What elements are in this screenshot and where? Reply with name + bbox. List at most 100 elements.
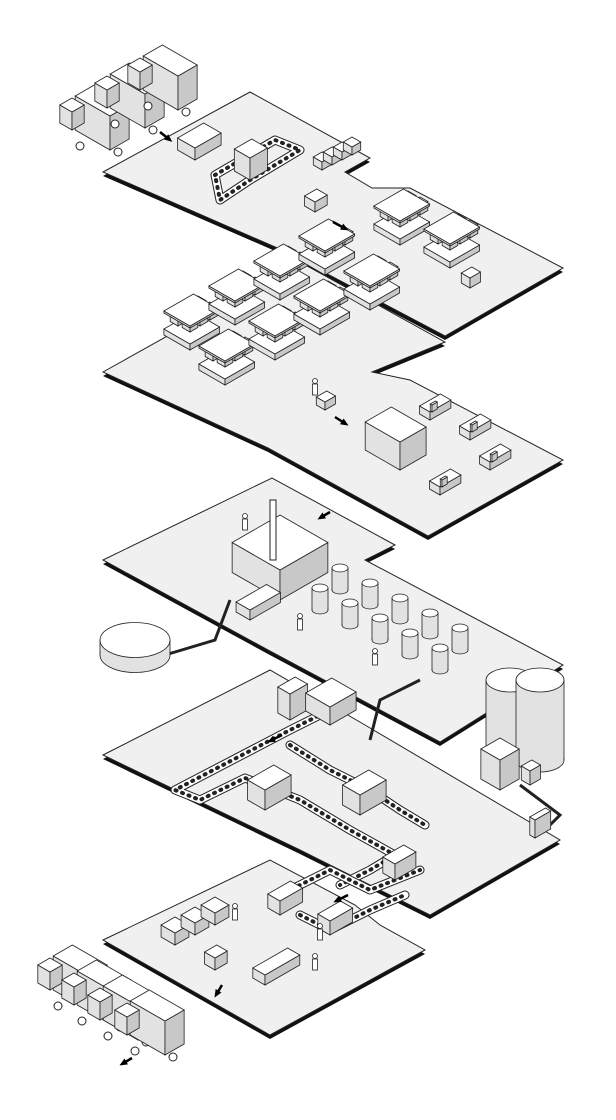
- truck-icon: [127, 44, 198, 117]
- conveyor-items: [212, 137, 305, 204]
- flow-arrow-icon: [159, 131, 173, 142]
- packing-table: [252, 947, 301, 986]
- tank-icon: [331, 563, 349, 595]
- tank-fill: [516, 680, 564, 760]
- box-top-face: [252, 947, 301, 976]
- worker-icon: [297, 613, 303, 631]
- box-top-face: [439, 475, 449, 481]
- box-top-face: [59, 97, 85, 113]
- tank-fill: [452, 628, 468, 650]
- box-top-face: [198, 328, 256, 362]
- flow-arrow-icon: [333, 893, 349, 903]
- tank-icon: [421, 608, 439, 640]
- arrow-head: [214, 989, 222, 998]
- computer-monitor: [489, 450, 499, 463]
- receiving-conveyor: [210, 135, 305, 205]
- arrow-head: [317, 512, 326, 520]
- truck-wheel: [181, 107, 191, 117]
- flow-arrow-icon: [119, 1056, 133, 1066]
- worker-icon: [372, 648, 378, 666]
- computer-monitor: [469, 420, 479, 433]
- box-top-face: [248, 303, 306, 337]
- truck-cab: [114, 1002, 140, 1036]
- truck-wheel: [77, 1016, 87, 1026]
- box-top-face: [315, 390, 337, 403]
- box-top-face: [203, 944, 228, 959]
- box-top-face: [176, 122, 222, 149]
- valve-box: [520, 759, 542, 786]
- pallet-rack-icon: [198, 328, 256, 386]
- box-top-face: [303, 188, 328, 203]
- chimney: [269, 499, 277, 561]
- control-desks: [235, 584, 282, 621]
- tank-top: [361, 578, 379, 588]
- tank-top: [451, 623, 469, 633]
- box-top-face: [142, 44, 198, 77]
- box-top-face: [469, 420, 479, 426]
- truck-cab: [61, 972, 87, 1006]
- packaging-machine: [304, 677, 357, 726]
- truck-wheel: [130, 1046, 140, 1056]
- worker-icon: [312, 953, 318, 971]
- flow-arrow-icon: [267, 733, 283, 743]
- pallet-rack-icon: [208, 268, 266, 326]
- pallet-box: [315, 390, 337, 411]
- rack-shelf-top: [423, 211, 481, 247]
- truck-cab: [127, 57, 153, 91]
- box-top-face: [373, 188, 431, 222]
- floor-plate-3: [101, 477, 564, 743]
- pallet-rack-icon: [423, 211, 481, 269]
- computer-monitor: [429, 400, 439, 413]
- tank-top: [391, 593, 409, 603]
- tank-icon: [311, 583, 329, 615]
- tank-fill: [422, 613, 438, 635]
- truck-wheel: [53, 1001, 63, 1011]
- box-top-face: [382, 844, 417, 865]
- arrow-head: [119, 1058, 128, 1066]
- box-top-face: [429, 400, 439, 406]
- truck-cab: [37, 957, 63, 991]
- storage-tank-icon: [515, 667, 565, 773]
- tank-icon: [361, 578, 379, 610]
- floor-plate-4: [101, 669, 561, 916]
- worker-body: [232, 908, 238, 921]
- pallet-box: [180, 906, 210, 936]
- tank-icon: [431, 643, 449, 675]
- tank-top: [371, 613, 389, 623]
- box-top-face: [460, 266, 482, 279]
- box-top-face: [233, 138, 269, 159]
- pump-house: [480, 737, 520, 791]
- box-top-face: [267, 880, 304, 902]
- tank-fill: [392, 598, 408, 620]
- box-top-face: [87, 987, 113, 1003]
- sorting-table: [176, 122, 222, 161]
- tank-fill: [362, 583, 378, 605]
- worker-head: [312, 953, 318, 959]
- tank-fill: [432, 648, 448, 670]
- filling-machine: [277, 676, 309, 721]
- box-top-face: [293, 278, 351, 312]
- worker-icon: [232, 903, 238, 921]
- arrow-head: [333, 895, 342, 903]
- worker-icon: [312, 378, 318, 396]
- rack-shelf-top: [253, 243, 311, 279]
- packing-machine: [267, 880, 304, 916]
- tank-fill: [332, 568, 348, 590]
- box-top-face: [129, 989, 185, 1022]
- truck-cab: [87, 987, 113, 1021]
- pallet-rack-icon: [163, 293, 221, 351]
- tank-icon: [371, 613, 389, 645]
- equipment: [37, 44, 565, 1062]
- box-top-face: [94, 75, 120, 91]
- tank-top: [515, 667, 565, 693]
- tank-top: [421, 608, 439, 618]
- worker-body: [372, 653, 378, 666]
- tank-fill: [312, 588, 328, 610]
- box-top-face: [253, 243, 311, 277]
- worker-head: [312, 378, 318, 384]
- tank-icon: [401, 628, 419, 660]
- worker-head: [232, 903, 238, 909]
- box-top-face: [61, 972, 87, 988]
- truck-wheel: [143, 101, 153, 111]
- worker-icon: [242, 513, 248, 531]
